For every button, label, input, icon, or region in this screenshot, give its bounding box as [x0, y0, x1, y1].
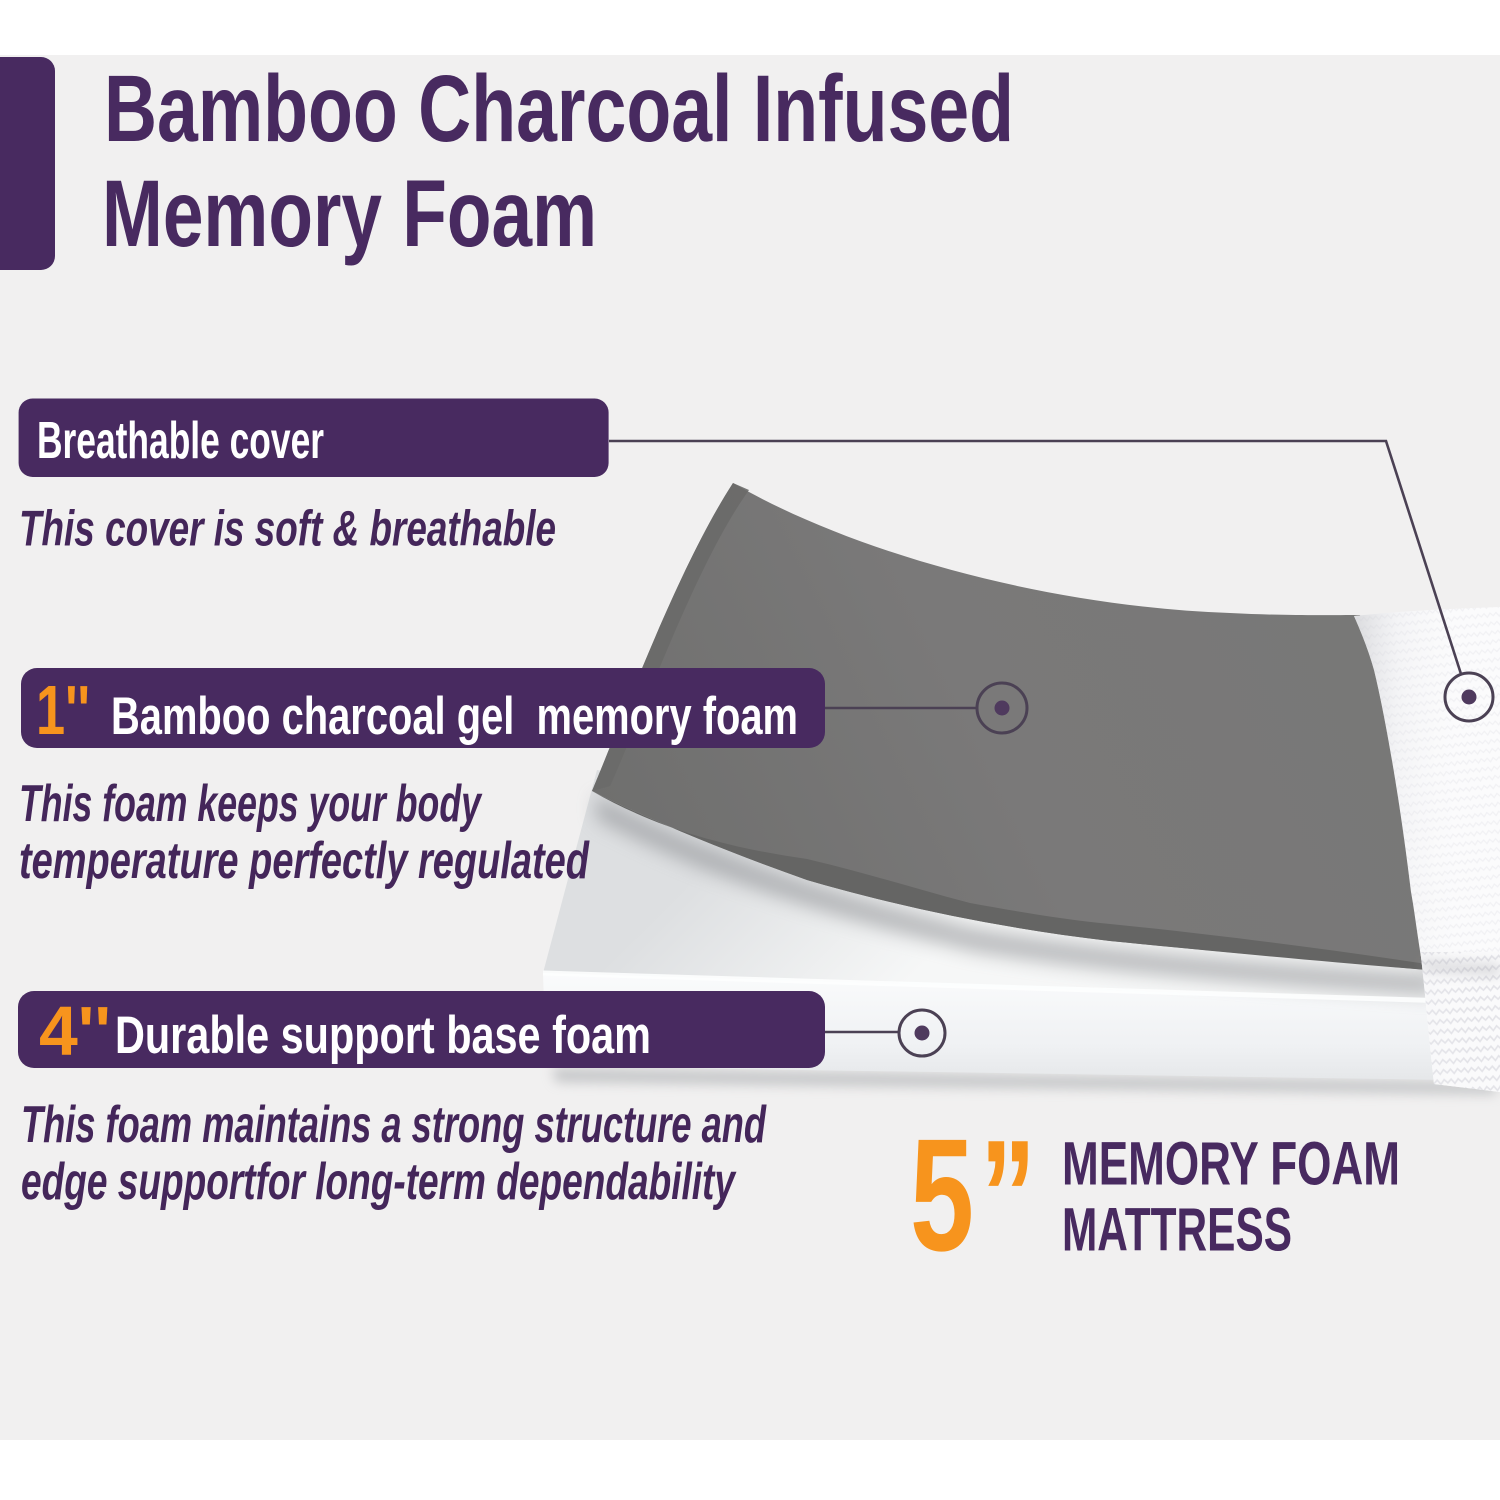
- svg-text:Bamboo Charcoal Infused: Bamboo Charcoal Infused: [104, 56, 1014, 162]
- svg-text:This foam keeps your body: This foam keeps your body: [19, 775, 483, 833]
- svg-text:”: ”: [980, 1108, 1036, 1284]
- svg-text:1'': 1'': [36, 671, 90, 749]
- svg-text:Durable support base foam: Durable support base foam: [115, 1006, 651, 1065]
- svg-text:MATTRESS: MATTRESS: [1062, 1196, 1292, 1264]
- svg-text:MEMORY FOAM: MEMORY FOAM: [1062, 1129, 1400, 1197]
- svg-text:This foam maintains a strong s: This foam maintains a strong structure a…: [21, 1096, 767, 1154]
- svg-text:This cover is soft & breathabl: This cover is soft & breathable: [19, 501, 556, 557]
- svg-text:Breathable cover: Breathable cover: [37, 412, 324, 470]
- svg-text:Memory Foam: Memory Foam: [102, 161, 597, 267]
- svg-text:temperature perfectly regulate: temperature perfectly regulated: [19, 832, 590, 890]
- svg-text:5: 5: [910, 1105, 974, 1284]
- svg-text:edge supportfor long-term depe: edge supportfor long-term dependability: [21, 1153, 737, 1211]
- svg-text:Bamboo charcoal gel memory fo: Bamboo charcoal gel memory foam: [111, 687, 798, 746]
- svg-text:4'': 4'': [39, 992, 111, 1070]
